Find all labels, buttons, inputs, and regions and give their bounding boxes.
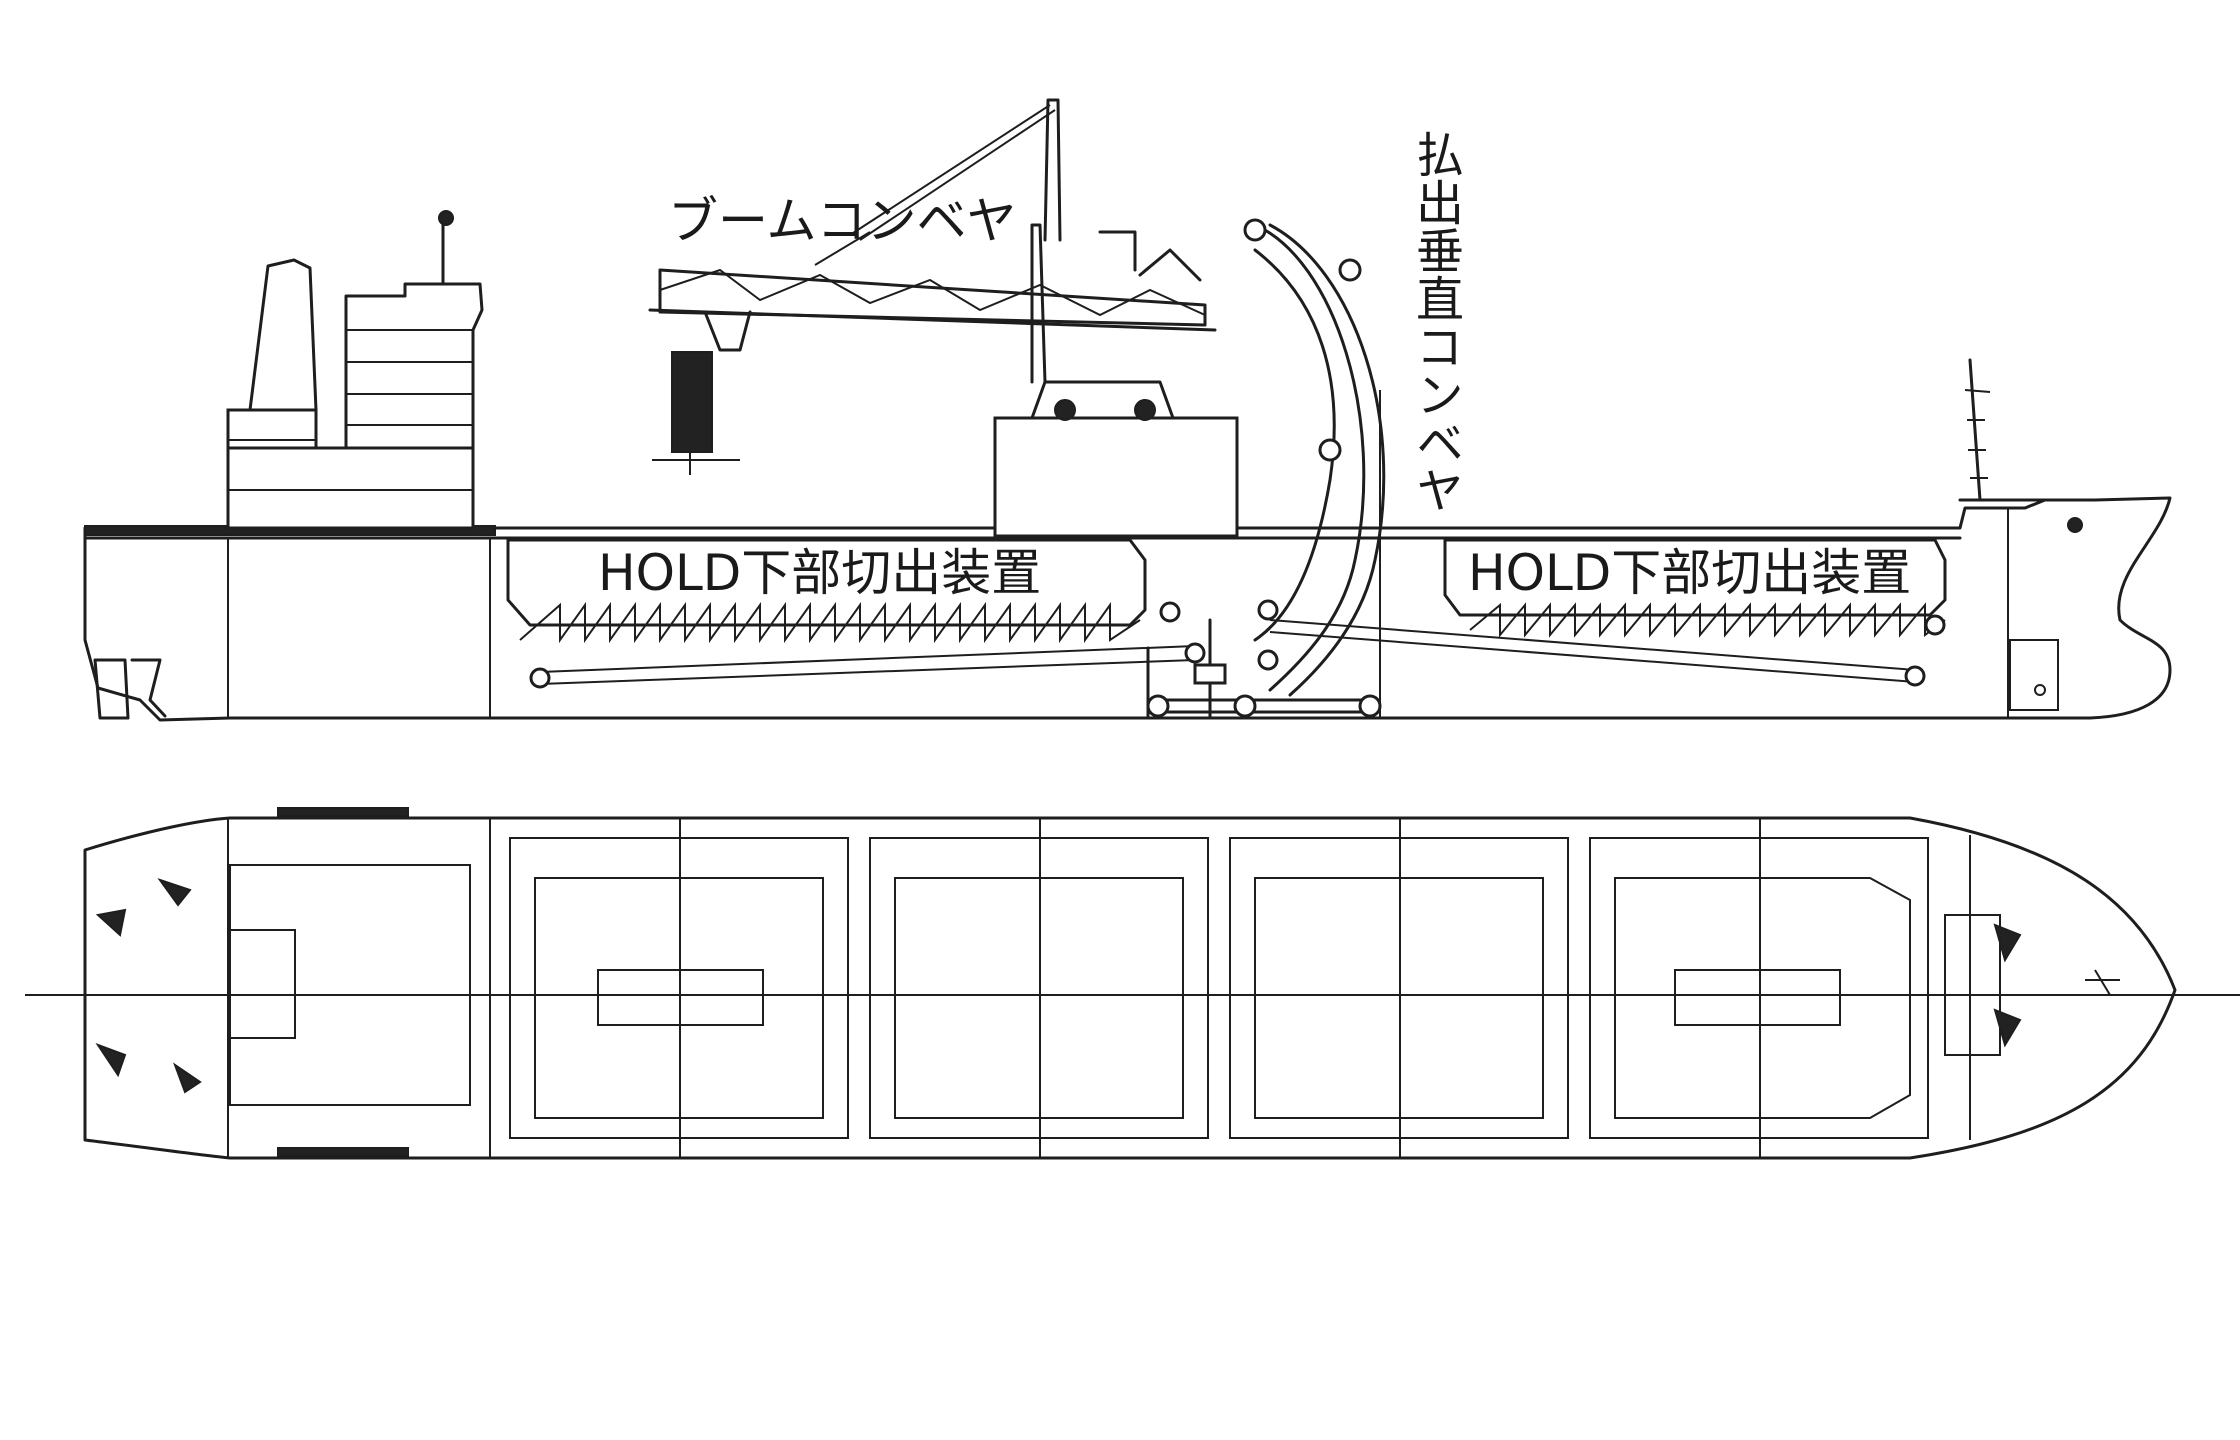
boom-conveyor <box>648 98 1239 538</box>
boom-conveyor-label: ブームコンベヤ <box>668 192 1017 250</box>
bow-mast <box>1958 358 2083 533</box>
plan-view <box>25 807 2240 1160</box>
accommodation <box>226 210 484 530</box>
hold-aft-label: HOLD下部切出装置 <box>598 544 1041 602</box>
rudder <box>93 658 167 720</box>
hold-fwd <box>1269 538 1947 687</box>
side-elevation <box>83 98 2172 722</box>
hull-plan <box>83 816 2177 1160</box>
hold-aft <box>506 538 1206 689</box>
vertical-conveyor <box>1146 218 1386 720</box>
vertical-conveyor-label: 払出垂直コンベヤ <box>1407 130 1463 514</box>
hull-side <box>83 496 2172 722</box>
plan-holds <box>509 818 1929 1158</box>
hold-fwd-label: HOLD下部切出装置 <box>1468 544 1911 602</box>
